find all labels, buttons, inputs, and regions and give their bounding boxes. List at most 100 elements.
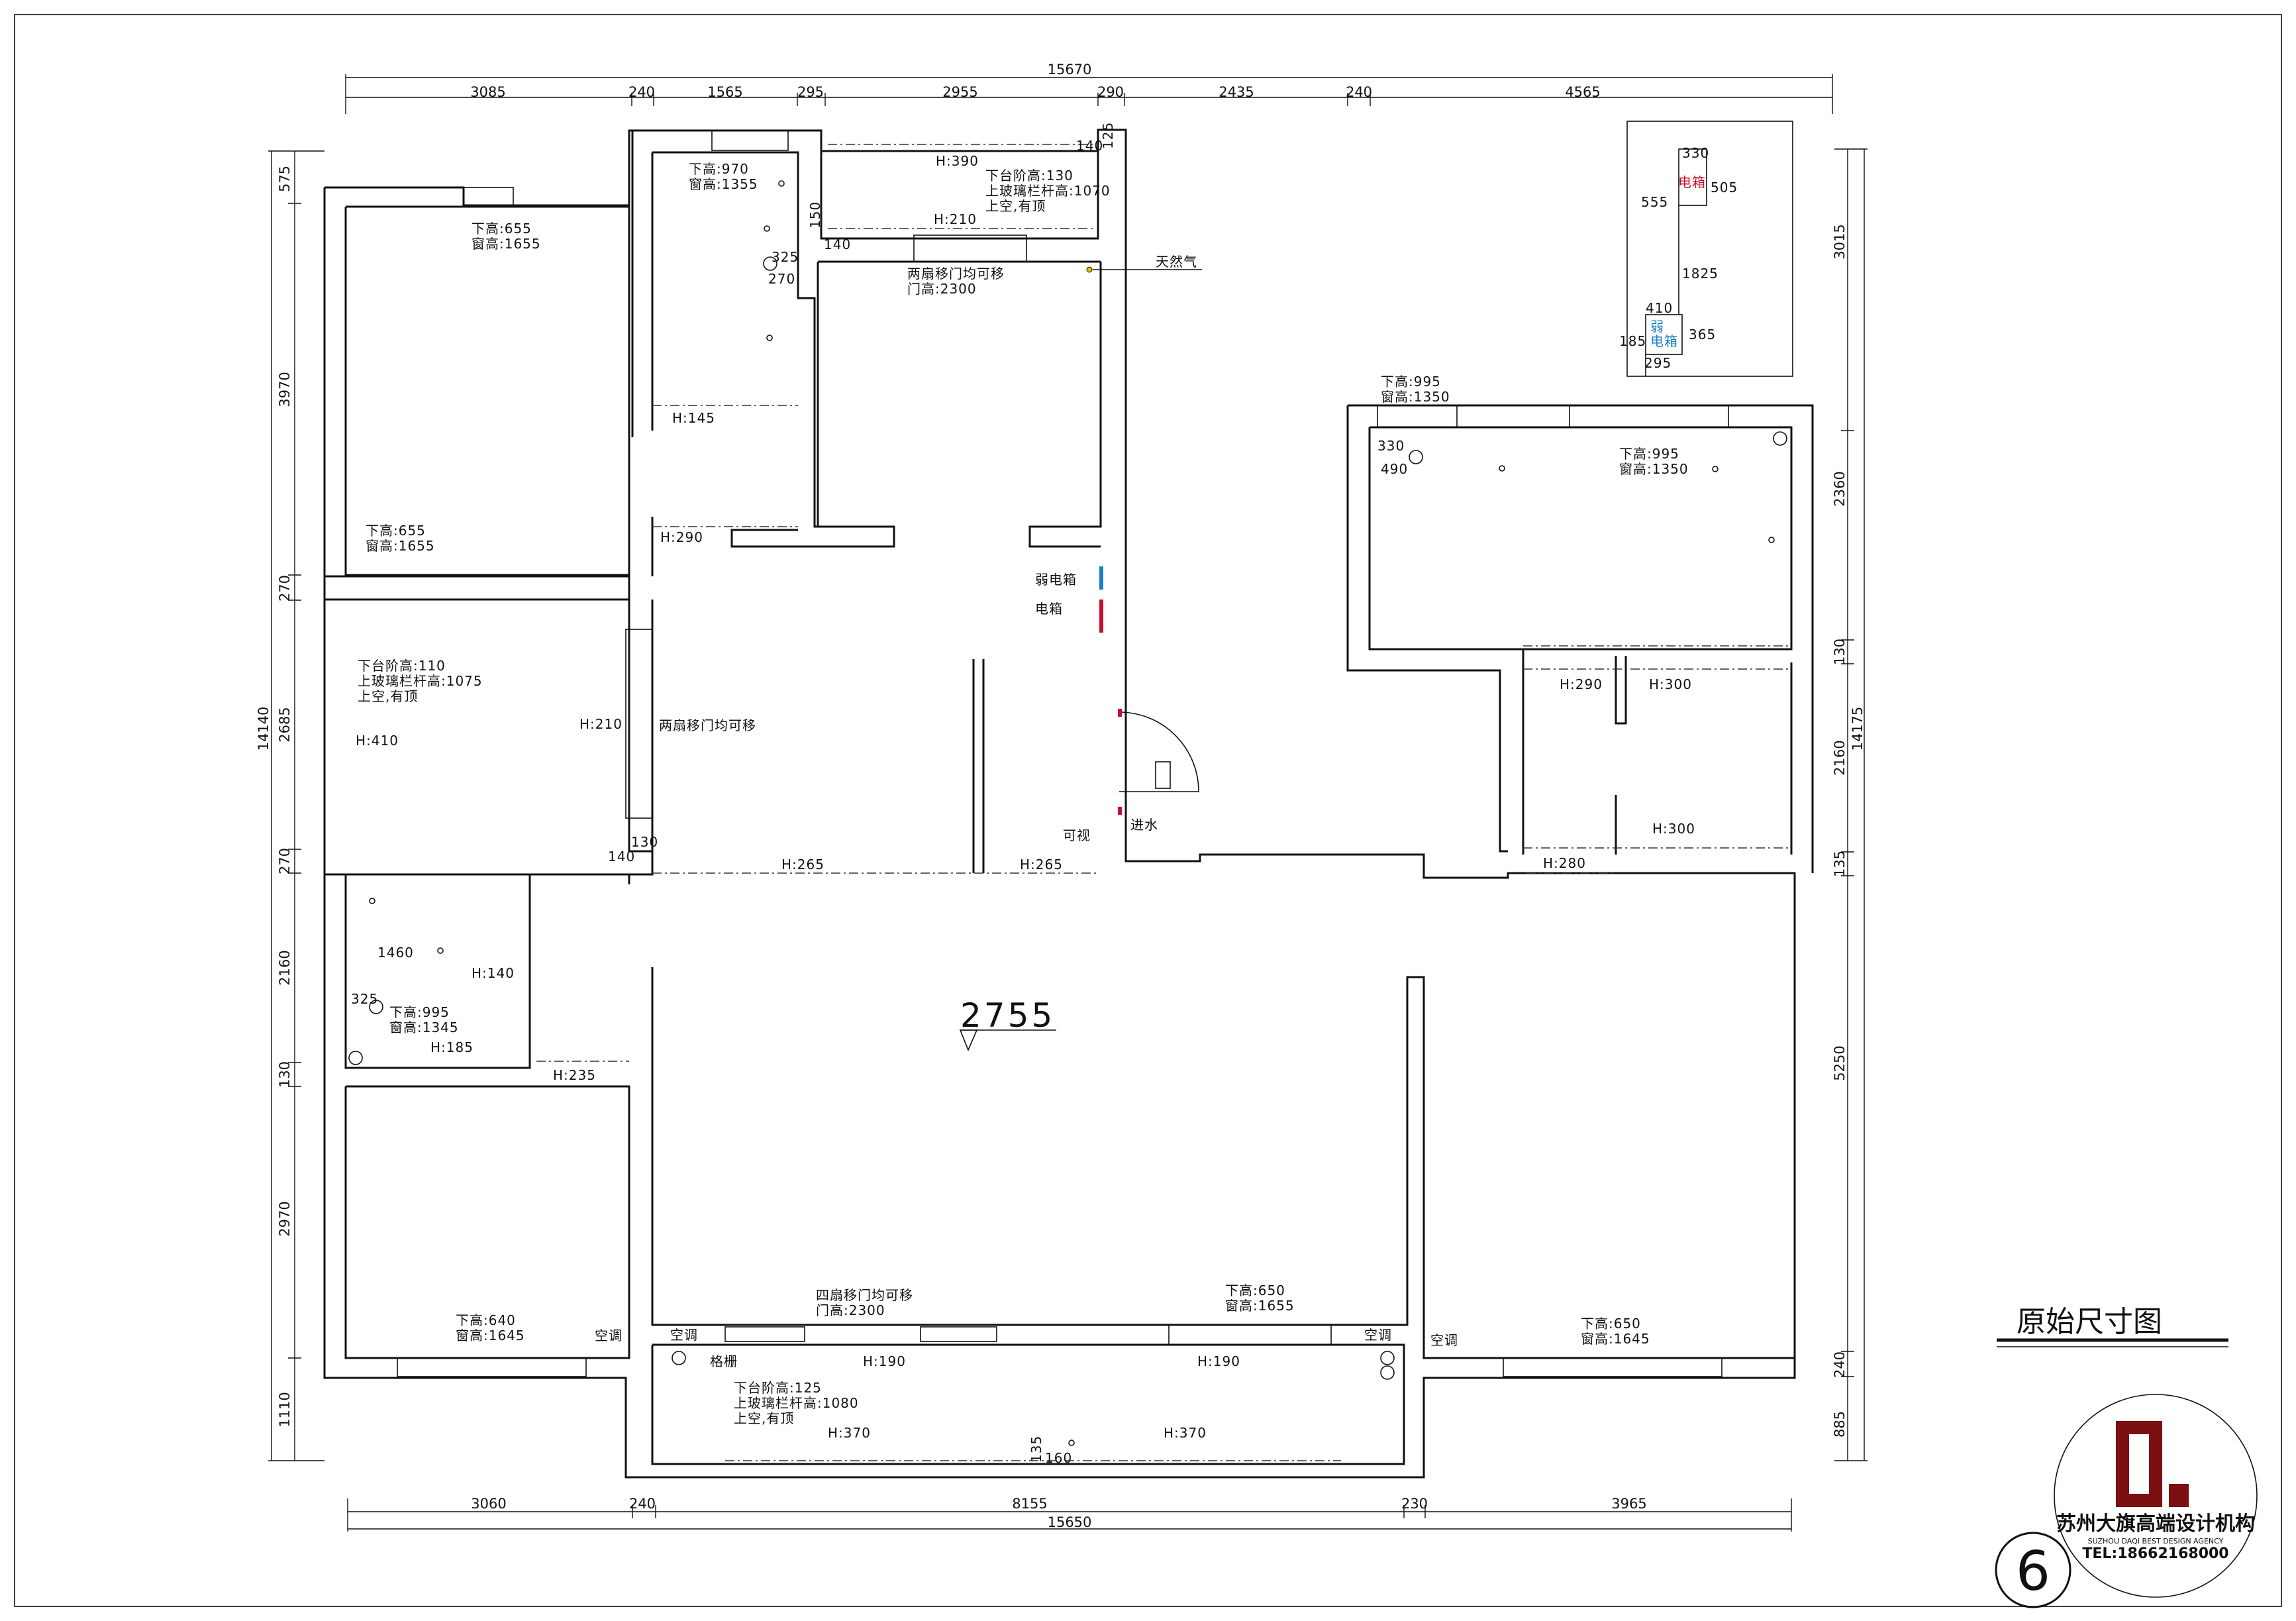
b1-150: 150 [807,201,823,229]
bal2-open: 上空,有顶 [358,688,418,704]
bal2-rail: 上玻璃栏杆高:1075 [358,673,483,689]
dim-right-8: 885 [1832,1411,1848,1438]
dim-left-4: 2685 [277,707,293,742]
ac-3: 空调 [1430,1332,1458,1348]
window-room5-bottom [1503,1357,1722,1377]
r1-sill-2: 下高:655 [366,523,426,539]
b1-open: 上空,有顶 [985,198,1046,214]
electric-box-mark [1099,600,1103,633]
ac-1: 空调 [670,1327,698,1343]
r2-h290: H:290 [660,529,703,545]
dim-left-7: 130 [277,1061,293,1088]
r1-window: 窗高:1655 [472,236,541,252]
dim-left-6: 2160 [277,950,293,985]
bath-h280: H:280 [1543,855,1586,871]
dim-top-8: 240 [1346,84,1372,100]
gas-label: 天然气 [1156,254,1197,270]
window-living [1168,1324,1332,1345]
r1-sill: 下高:655 [472,221,532,236]
dim-bottom-3: 8155 [1012,1496,1047,1512]
r1-window-2: 窗高:1655 [366,538,435,554]
top-dimension-chain: 15670 3085 240 1565 295 2955 290 2435 24… [345,62,1833,114]
inset-295: 295 [1644,355,1672,371]
inset-weak-box: 电箱 [1650,333,1678,349]
dim-left-5: 270 [277,848,293,874]
bal2-h210: H:210 [579,716,623,732]
r5-sill: 下高:650 [1581,1316,1641,1332]
b1-125: 125 [1100,122,1116,149]
r2-window: 窗高:1355 [689,176,758,192]
dim-top-9: 4565 [1565,84,1600,100]
b1-140: 140 [1076,138,1103,154]
inset-330: 330 [1682,145,1709,161]
mr-sill-2: 下高:995 [1619,446,1679,462]
walls [323,129,1814,1479]
entry-door [1118,709,1199,815]
windows [397,130,1729,1377]
r3-sill: 下高:995 [389,1004,450,1020]
b3-160: 160 [1045,1450,1072,1466]
lv-door-height: 门高:2300 [816,1302,885,1318]
r3-h185: H:185 [430,1039,474,1055]
dim-right-1: 3015 [1832,224,1848,259]
kitchen-sliding-door [913,235,1027,262]
fixture-marks [348,180,1787,1446]
elec-box-label: 电箱 [1035,601,1063,617]
dim-top-2: 240 [628,84,655,100]
r4-ac: 空调 [595,1328,623,1343]
dim-right-2: 2360 [1832,471,1848,506]
dim-top-7: 2435 [1219,84,1254,100]
entry-visible: 可视 [1063,827,1091,843]
h190-a: H:190 [863,1353,906,1369]
right-dimension-chain: 3015 2360 130 2160 135 5250 240 885 1417… [1832,148,1868,1461]
lv-window: 窗高:1655 [1225,1298,1295,1314]
dim-bottom-5: 3965 [1611,1496,1646,1512]
dim-right-total: 14175 [1850,707,1866,751]
window-room4-bottom [397,1357,587,1377]
r4-window: 窗高:1645 [456,1328,525,1343]
inset-410: 410 [1646,300,1673,316]
logo-english: SUZHOU DAQI BEST DESIGN AGENCY [2088,1537,2224,1545]
inset-555: 555 [1641,194,1668,210]
window-master-2 [1569,405,1729,428]
h265-a: H:265 [781,857,824,872]
r2-h145: H:145 [672,410,715,426]
bath-h290: H:290 [1560,676,1603,692]
ac-2: 空调 [1364,1327,1392,1343]
dim-left-1: 575 [277,166,293,192]
living-door-2 [920,1326,997,1342]
dim-right-4: 2160 [1832,740,1848,775]
lv-doors: 四扇移门均可移 [816,1287,913,1303]
stair-icon [1155,761,1171,789]
dim-right-7: 240 [1832,1351,1848,1378]
weak-box-label: 弱电箱 [1035,572,1077,588]
room-labels: 下高:655 窗高:1655 下高:655 窗高:1655 下高:970 窗高:… [351,122,1695,1466]
dim-left-8: 2970 [277,1201,293,1236]
r5-window: 窗高:1645 [1581,1331,1650,1347]
bal2-doors: 两扇移门均可移 [659,717,756,733]
r3-1460: 1460 [377,945,414,961]
grille: 格栅 [710,1353,738,1369]
inset-505: 505 [1711,180,1738,195]
dim-top-6: 290 [1097,84,1124,100]
r4-sill: 下高:640 [456,1312,516,1328]
living-door-1 [724,1326,805,1342]
dim-top-1: 3085 [470,84,505,100]
bath-h300a: H:300 [1649,676,1692,692]
b1-h390: H:390 [936,153,979,169]
dim-right-5: 135 [1832,851,1848,877]
inset-185: 185 [1619,333,1646,349]
b1-140b: 140 [824,236,851,252]
water-inlet: 进水 [1130,817,1158,833]
door-hinge-bottom [1118,807,1122,815]
b3-rail: 上玻璃栏杆高:1080 [734,1395,859,1411]
r3-h140: H:140 [472,965,515,981]
r2-sill: 下高:970 [689,161,749,177]
window-room2-top [711,130,789,151]
inset-1825: 1825 [1682,266,1719,282]
company-logo: 苏州大旗高端设计机构 SUZHOU DAQI BEST DESIGN AGENC… [2054,1394,2258,1598]
inset-electric-box: 电箱 [1678,174,1706,190]
inset-panel: 330 555 505 电箱 1825 410 185 弱 电箱 365 295 [1619,121,1793,377]
b3-step: 下台阶高:125 [734,1380,822,1396]
